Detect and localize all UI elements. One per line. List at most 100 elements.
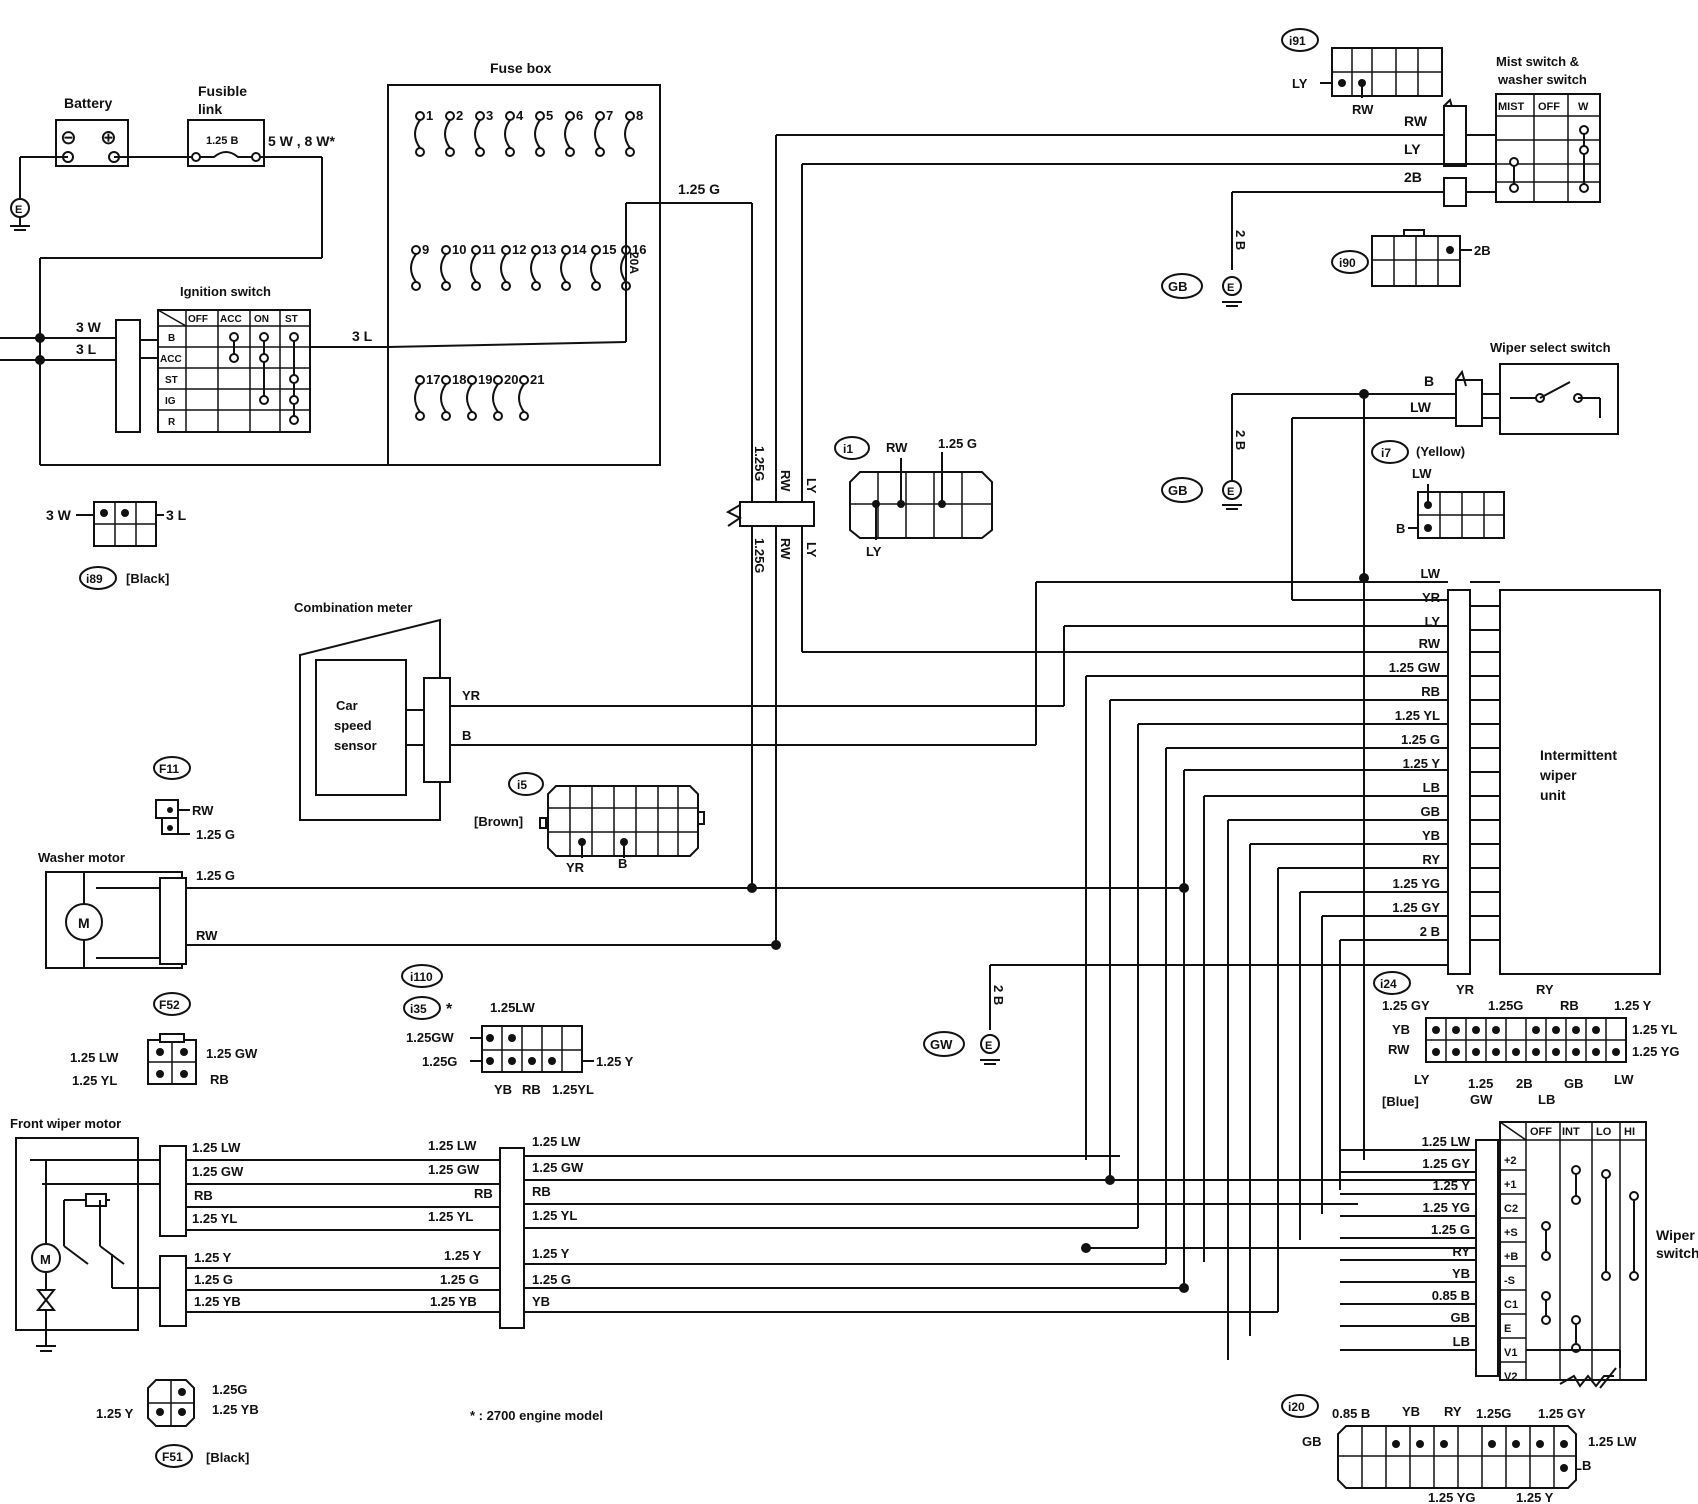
svg-text:2B: 2B <box>1404 169 1422 185</box>
svg-text:1.25GW: 1.25GW <box>406 1030 454 1045</box>
svg-text:F11: F11 <box>159 762 179 776</box>
fuse-terminal <box>591 245 601 255</box>
combination-meter: Combination meter Car speed sensor YR B <box>294 600 1064 821</box>
wiper-switch: 1.25 LW1.25 GY1.25 Y1.25 YG1.25 GRYYB0.8… <box>1340 1121 1698 1389</box>
svg-text:GW: GW <box>930 1037 953 1052</box>
wiper-switch-pin-label: 1.25 YG <box>1423 1200 1470 1215</box>
svg-text:RW: RW <box>1388 1042 1410 1057</box>
battery: Battery ⊖ ⊕ <box>19 95 129 200</box>
svg-text:ACC: ACC <box>220 314 242 325</box>
svg-text:1.25 YL: 1.25 YL <box>1632 1022 1677 1037</box>
fuse-terminal <box>441 245 451 255</box>
svg-text:LY: LY <box>1292 76 1308 91</box>
wiper-switch-pin-label: RY <box>1452 1244 1470 1259</box>
wiper-switch-row-label: +B <box>1504 1251 1518 1263</box>
svg-text:switch: switch <box>1656 1245 1698 1261</box>
svg-text:Car: Car <box>336 698 358 713</box>
svg-text:1.25LW: 1.25LW <box>490 1000 536 1015</box>
fuse-number: 18 <box>452 372 466 387</box>
fuse-terminal <box>561 245 571 255</box>
svg-text:YR: YR <box>1456 982 1475 997</box>
svg-text:i24: i24 <box>1380 977 1397 991</box>
svg-text:RW: RW <box>1352 102 1374 117</box>
fuse-terminal <box>625 111 635 121</box>
svg-text:3 L: 3 L <box>166 507 187 523</box>
washer-motor: Washer motor M 1.25 G RW <box>38 850 1189 969</box>
svg-text:i110: i110 <box>410 970 433 984</box>
svg-text:i5: i5 <box>517 778 527 792</box>
svg-text:1.25 G: 1.25 G <box>194 1272 233 1287</box>
svg-text:sensor: sensor <box>334 738 377 753</box>
svg-text:YB: YB <box>532 1294 550 1309</box>
svg-text:1.25 Y: 1.25 Y <box>96 1406 134 1421</box>
fuse-number: 4 <box>516 108 524 123</box>
svg-text:B: B <box>1424 373 1434 389</box>
svg-text:1.25 G: 1.25 G <box>440 1272 479 1287</box>
wiper-switch-row-label: -S <box>1504 1275 1515 1287</box>
svg-text:[Black]: [Black] <box>206 1450 249 1465</box>
unit-pin-label: GB <box>1421 804 1441 819</box>
unit-pin-label: RW <box>1419 636 1441 651</box>
wiper-switch-row-label: +2 <box>1504 1155 1517 1167</box>
connector-i90: i90 2B <box>1331 229 1491 287</box>
svg-text:1.25 YL: 1.25 YL <box>428 1209 473 1224</box>
vertical-bundle: 1.25G RW LY 1.25G RW LY <box>725 134 1468 945</box>
svg-text:i1: i1 <box>843 442 853 456</box>
svg-text:LY: LY <box>866 544 882 559</box>
wiper-switch-pin-label: LB <box>1453 1334 1470 1349</box>
svg-text:RW: RW <box>778 538 793 560</box>
svg-text:LW: LW <box>1614 1072 1634 1087</box>
svg-text:RB: RB <box>194 1188 213 1203</box>
svg-text:GW: GW <box>1470 1092 1493 1107</box>
svg-text:B: B <box>618 856 627 871</box>
fuse-terminal <box>493 375 503 385</box>
svg-text:RW: RW <box>1404 113 1428 129</box>
unit-to-switch-runs <box>1035 581 1476 1360</box>
fuse-number: 15 <box>602 242 616 257</box>
svg-text:MIST: MIST <box>1498 101 1525 113</box>
fuse-terminal <box>595 111 605 121</box>
ignition-switch: Ignition switch 3 W 3 L OFF ACC ON ST B … <box>0 284 388 433</box>
svg-text:RY: RY <box>1536 982 1554 997</box>
fuse-terminal <box>505 111 515 121</box>
svg-text:RB: RB <box>210 1072 229 1087</box>
svg-text:ST: ST <box>285 314 298 325</box>
svg-text:⊕: ⊕ <box>100 127 117 149</box>
svg-text:LB: LB <box>1538 1092 1555 1107</box>
connector-i7: i7 (Yellow) LW B <box>1371 440 1505 539</box>
svg-text:1.25G: 1.25G <box>212 1382 247 1397</box>
svg-text:1.25 Y: 1.25 Y <box>1614 998 1652 1013</box>
wiper-switch-row-label: V1 <box>1504 1347 1517 1359</box>
fuse-number: 14 <box>572 242 587 257</box>
wiper-switch-pin-label: GB <box>1451 1310 1471 1325</box>
svg-text:B: B <box>462 728 471 743</box>
svg-text:i35: i35 <box>410 1002 427 1016</box>
svg-text:OFF: OFF <box>188 314 208 325</box>
fuse-terminal <box>415 375 425 385</box>
svg-text:i20: i20 <box>1288 1400 1305 1414</box>
svg-text:Wiper select switch: Wiper select switch <box>1490 340 1611 355</box>
select-ground: 2 B E GB <box>1161 430 1248 510</box>
svg-text:YB: YB <box>1392 1022 1410 1037</box>
connector-i20: i20 0.85 B YB RY 1.25G 1.25 GY GB 1.25 L… <box>1281 1394 1637 1504</box>
fuse-number: 20 <box>504 372 518 387</box>
svg-text:washer switch: washer switch <box>1497 72 1587 87</box>
svg-text:E: E <box>985 1040 992 1052</box>
svg-text:Intermittent: Intermittent <box>1540 747 1617 763</box>
svg-text:wiper: wiper <box>1539 767 1577 783</box>
wiper-switch-row-label: E <box>1504 1323 1511 1335</box>
fuse-number: 5 <box>546 108 553 123</box>
svg-text:1.25 G: 1.25 G <box>678 181 720 197</box>
svg-text:2 B: 2 B <box>1233 430 1248 450</box>
fuse-number: 6 <box>576 108 583 123</box>
front-wiper-motor: Front wiper motor M 1.25 LW 1.25 GW RB <box>10 1116 1358 1352</box>
unit-pin-label: RY <box>1422 852 1440 867</box>
svg-text:GB: GB <box>1302 1434 1322 1449</box>
fuse-number: 16 <box>632 242 646 257</box>
svg-text:1.25 LW: 1.25 LW <box>192 1140 241 1155</box>
fuse-number: 10 <box>452 242 466 257</box>
svg-text:3 W: 3 W <box>46 507 72 523</box>
connector-f11: F11 RW 1.25 G <box>153 756 235 842</box>
svg-text:R: R <box>168 417 176 428</box>
